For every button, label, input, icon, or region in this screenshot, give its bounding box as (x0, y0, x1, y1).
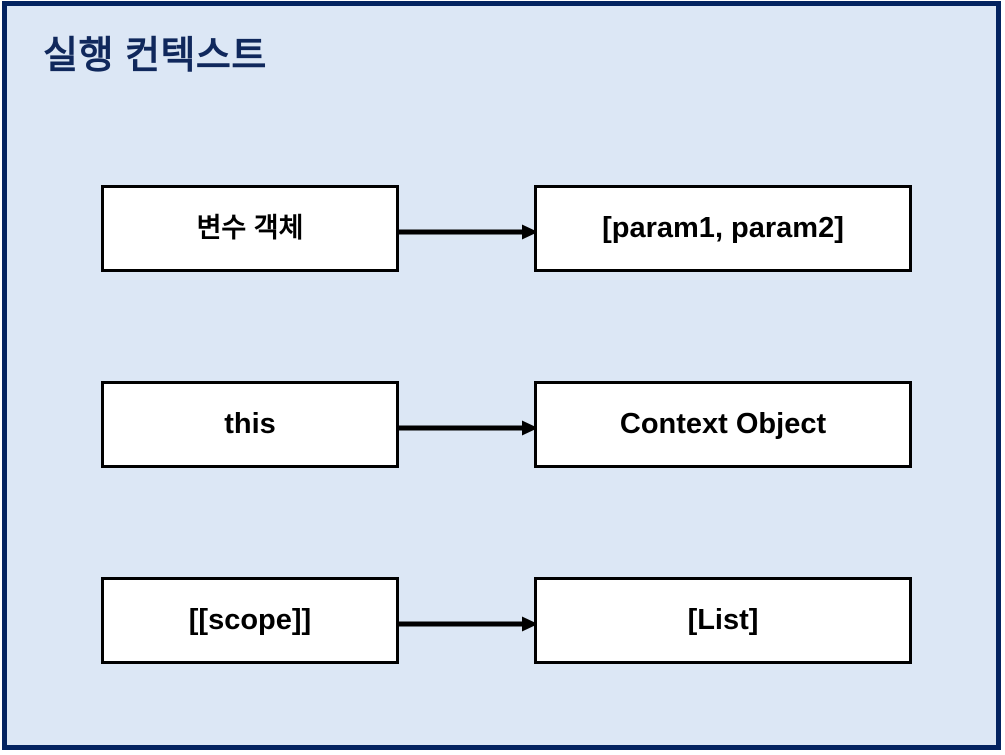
node-box-params[interactable]: [param1, param2] (534, 185, 912, 272)
page-title: 실행 컨텍스트 (43, 35, 267, 77)
node-label: [param1, param2] (602, 212, 844, 244)
node-label: 변수 객체 (196, 213, 304, 243)
node-box-list[interactable]: [List] (534, 577, 912, 664)
node-box-variable-object[interactable]: 변수 객체 (101, 185, 399, 272)
node-box-this[interactable]: this (101, 381, 399, 468)
diagram-row: 변수 객체 [param1, param2] (7, 185, 996, 275)
node-label: [List] (687, 604, 759, 636)
diagram-row: this Context Object (7, 381, 996, 471)
arrow-right-icon (398, 224, 538, 240)
node-box-context-object[interactable]: Context Object (534, 381, 912, 468)
node-label: [[scope]] (188, 604, 312, 636)
node-label: Context Object (619, 408, 827, 440)
node-box-scope[interactable]: [[scope]] (101, 577, 399, 664)
arrow-right-icon (398, 616, 538, 632)
node-label: this (224, 408, 276, 440)
arrow-right-icon (398, 420, 538, 436)
diagram-row: [[scope]] [List] (7, 577, 996, 667)
